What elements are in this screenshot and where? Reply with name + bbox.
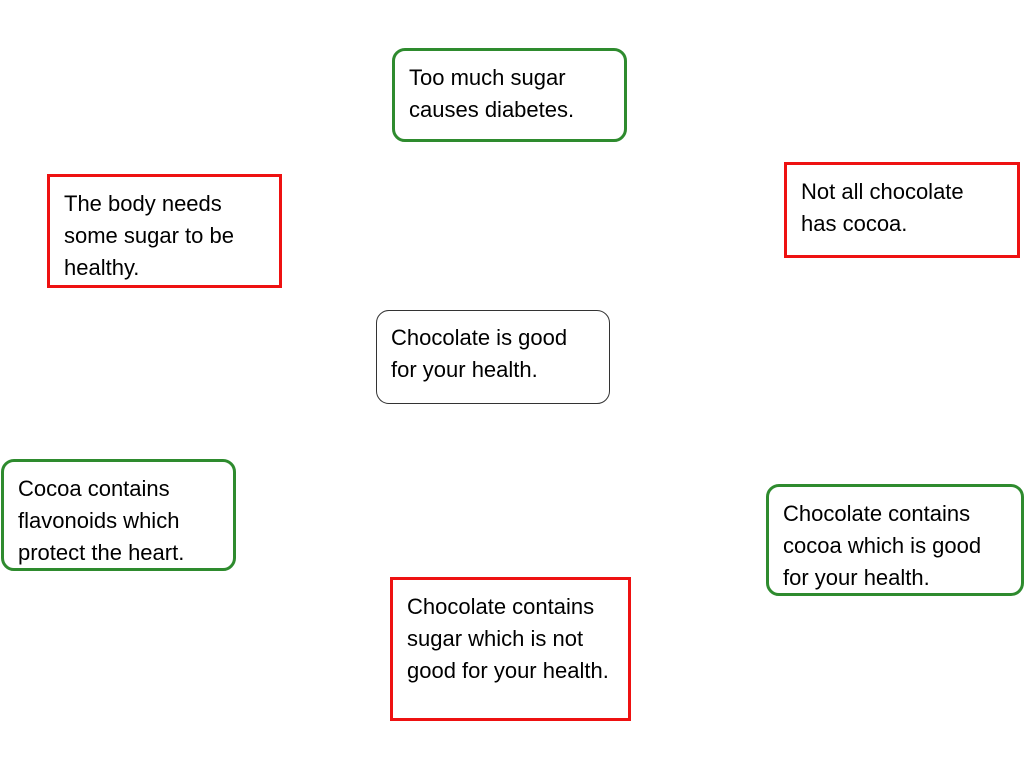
node-too-much-sugar: Too much sugar causes diabetes. [392, 48, 627, 142]
node-contains-sugar: Chocolate contains sugar which is not go… [390, 577, 631, 721]
node-cocoa-flavonoids: Cocoa contains flavonoids which protect … [1, 459, 236, 571]
central-claim-text: Chocolate is good for your health. [391, 325, 568, 382]
node-not-all-cocoa-text: Not all chocolate has cocoa. [801, 179, 964, 236]
node-contains-cocoa-text: Chocolate contains cocoa which is good f… [783, 501, 982, 590]
node-contains-cocoa: Chocolate contains cocoa which is good f… [766, 484, 1024, 596]
node-cocoa-flavonoids-text: Cocoa contains flavonoids which protect … [18, 476, 185, 565]
node-contains-sugar-text: Chocolate contains sugar which is not go… [407, 594, 609, 683]
node-body-needs-sugar-text: The body needs some sugar to be healthy. [64, 191, 234, 280]
node-too-much-sugar-text: Too much sugar causes diabetes. [409, 65, 575, 122]
node-body-needs-sugar: The body needs some sugar to be healthy. [47, 174, 282, 288]
central-claim-box: Chocolate is good for your health. [376, 310, 610, 404]
node-not-all-cocoa: Not all chocolate has cocoa. [784, 162, 1020, 258]
